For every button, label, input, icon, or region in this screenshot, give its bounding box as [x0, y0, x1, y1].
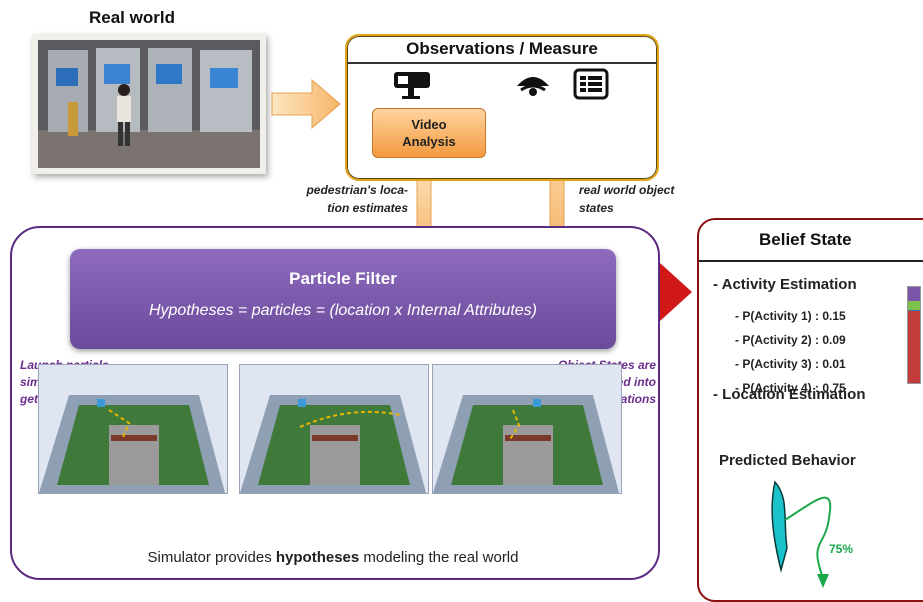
- probability-bar-segment: [908, 301, 920, 311]
- observations-title: Observations / Measure: [347, 36, 657, 64]
- video-analysis-line2: Analysis: [402, 134, 456, 149]
- camera-icon: [394, 72, 430, 99]
- activity-estimation-heading: - Activity Estimation: [713, 276, 857, 293]
- arrow-real-to-observations: [271, 78, 341, 130]
- probability-bar-segment: [908, 310, 920, 311]
- real-world-title: Real world: [89, 8, 175, 27]
- particle-filter-title: Particle Filter: [289, 269, 397, 288]
- activity-prob-4: - P(Activity 4) : 0.75: [735, 381, 846, 395]
- predicted-percent-label: 75%: [829, 542, 854, 556]
- real-world-photo: [32, 34, 266, 174]
- belief-state-title: Belief State: [699, 220, 923, 262]
- probability-bar-segment: [908, 310, 920, 383]
- particle-filter-box: Particle Filter Hypotheses = particles =…: [70, 249, 616, 349]
- activity-prob-3: - P(Activity 3) : 0.01: [735, 357, 846, 371]
- simulation-thumbnail-1: [38, 364, 228, 494]
- predicted-behavior-heading: Predicted Behavior: [719, 452, 856, 469]
- observations-box: Observations / Measure: [345, 34, 659, 181]
- sensor-icon: [517, 77, 549, 96]
- activity-prob-2: - P(Activity 2) : 0.09: [735, 333, 846, 347]
- simulation-thumbnail-3: [432, 364, 622, 494]
- simulator-caption: Simulator provides hypotheses modeling t…: [147, 549, 519, 566]
- particle-filter-subtitle: Hypotheses = particles = (location x Int…: [148, 302, 538, 319]
- predicted-path-graphic: [771, 480, 832, 588]
- video-analysis-line1: Video: [411, 117, 447, 132]
- pedestrian-estimates-label: pedestrian's loca-tion estimates: [306, 183, 408, 215]
- video-analysis-box: Video Analysis: [372, 108, 486, 158]
- activity-prob-1: - P(Activity 1) : 0.15: [735, 309, 846, 323]
- location-estimation-heading: - Location Estimation: [713, 386, 866, 403]
- probability-bar-segment: [908, 287, 920, 302]
- document-list-icon: [573, 68, 609, 100]
- simulation-thumbnail-2: [239, 364, 429, 494]
- activity-probability-bar: [907, 286, 921, 384]
- belief-state-box: Belief State - Activity Estimation - P(A…: [697, 218, 923, 602]
